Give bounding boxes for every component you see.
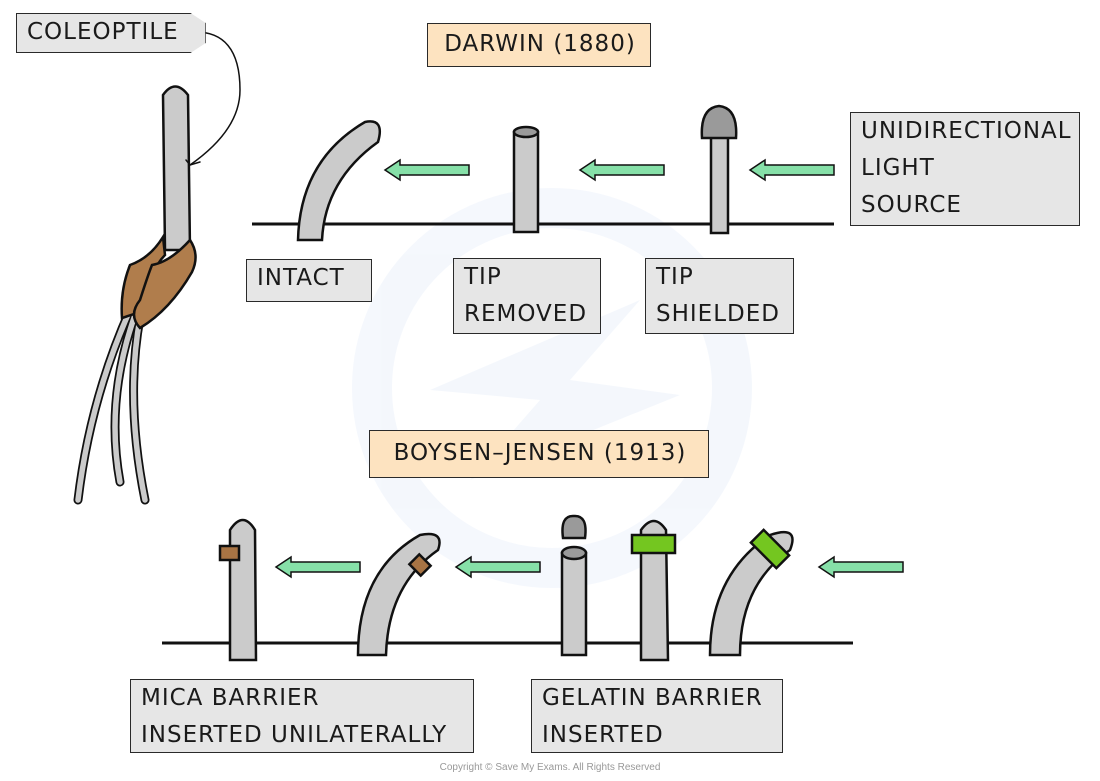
- darwin-light-arrows: [383, 158, 835, 182]
- light-source-label: UNIDIRECTIONAL LIGHT SOURCE: [850, 112, 1080, 226]
- copyright-notice: Copyright © Save My Exams. All Rights Re…: [439, 762, 661, 773]
- light-source-line: LIGHT: [861, 155, 935, 181]
- light-arrow-icon: [454, 555, 541, 579]
- intact-label: INTACT: [246, 259, 372, 302]
- gelatin-barrier-label: GELATIN BARRIER INSERTED: [531, 679, 783, 753]
- light-arrow-icon: [274, 555, 361, 579]
- darwin-intact-coleoptile: [296, 120, 382, 242]
- light-source-line: UNIDIRECTIONAL: [861, 118, 1072, 144]
- label-line: REMOVED: [464, 301, 588, 327]
- label-line: TIP: [656, 264, 694, 290]
- light-arrow-icon: [383, 158, 470, 182]
- coleoptile-plant: [73, 31, 241, 505]
- light-arrow-icon: [817, 555, 904, 579]
- label-line: INSERTED: [542, 722, 664, 748]
- bj-light-arrows: [274, 555, 904, 579]
- bj-gelatin-bent-coleoptile: [708, 528, 794, 657]
- bj-gelatin-straight-coleoptile: [630, 519, 677, 662]
- label-line: GELATIN BARRIER: [542, 685, 763, 711]
- mica-barrier-label: MICA BARRIER INSERTED UNILATERALLY: [130, 679, 474, 753]
- label-line: SHIELDED: [656, 301, 780, 327]
- light-source-line: SOURCE: [861, 192, 962, 218]
- boysen-jensen-title: BOYSEN–JENSEN (1913): [369, 430, 709, 478]
- darwin-tip-removed-coleoptile: [512, 125, 540, 234]
- light-arrow-icon: [748, 158, 835, 182]
- tip-shielded-label: TIP SHIELDED: [645, 258, 794, 334]
- tip-removed-label: TIP REMOVED: [453, 258, 601, 334]
- label-line: MICA BARRIER: [141, 685, 320, 711]
- label-line: TIP: [464, 264, 502, 290]
- bj-tip-separated-coleoptile: [560, 514, 588, 657]
- darwin-tip-shielded-coleoptile: [700, 104, 738, 235]
- watermark-logo: [352, 188, 752, 588]
- label-line: INSERTED UNILATERALLY: [141, 722, 448, 748]
- bj-mica-straight-coleoptile: [218, 518, 258, 662]
- darwin-title: DARWIN (1880): [427, 23, 651, 67]
- bj-mica-bent-coleoptile: [356, 532, 441, 657]
- coleoptile-label: COLEOPTILE: [16, 13, 206, 53]
- light-arrow-icon: [578, 158, 665, 182]
